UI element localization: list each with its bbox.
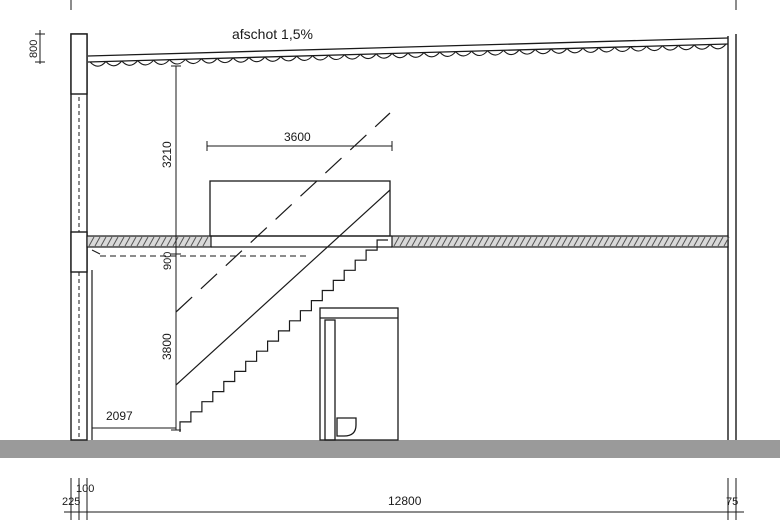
dimension-75-label: 75 [726, 496, 738, 508]
toilet-unit [319, 307, 399, 441]
dimension-3210-label: 3210 [160, 141, 174, 168]
bottom-dimension-chain [64, 0, 744, 520]
dimension-3600-label: 3600 [284, 130, 311, 144]
dimension-3800-label: 3800 [160, 333, 174, 360]
dimension-12800-label: 12800 [388, 494, 422, 508]
stair-width-dimension [206, 141, 393, 151]
right-wall [727, 34, 737, 440]
balustrade [209, 180, 391, 237]
vertical-dimension-line [35, 30, 181, 431]
dimension-800-label: 800 [28, 40, 40, 58]
stair [175, 112, 391, 432]
dimension-2097-label: 2097 [106, 409, 133, 423]
dimension-100-label: 100 [76, 483, 94, 495]
roof-slope-label: afschot 1,5% [232, 26, 313, 42]
floor-slab [86, 235, 730, 257]
dimension-900-label: 900 [162, 252, 174, 270]
dimension-225-label: 225 [62, 496, 80, 508]
left-wall [70, 33, 93, 441]
roof [87, 37, 729, 67]
ground-strip [0, 440, 780, 458]
